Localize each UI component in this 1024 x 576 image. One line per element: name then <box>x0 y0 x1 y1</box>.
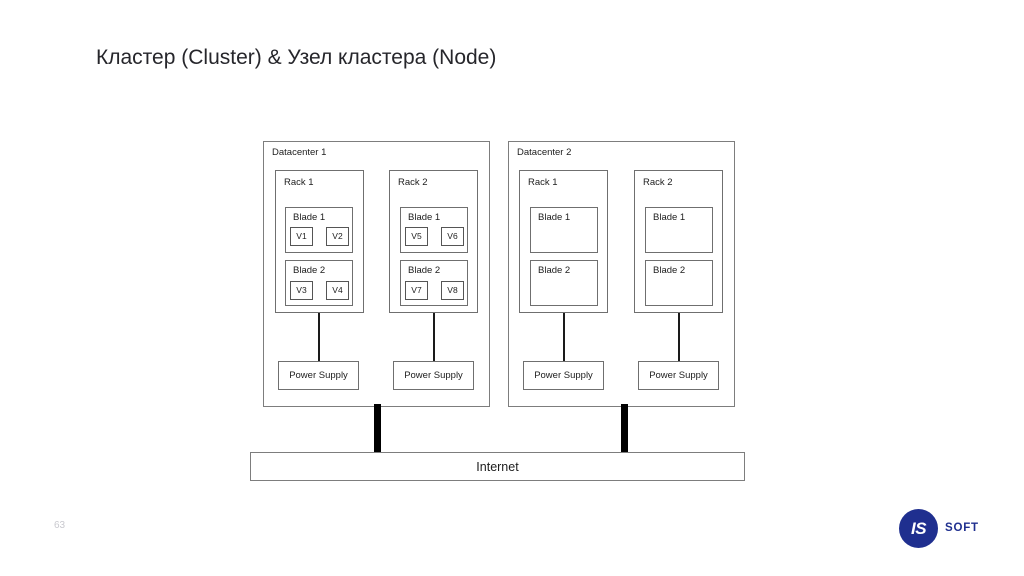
internet-node: Internet <box>250 452 745 481</box>
datacenter-1-rack-1-power-supply: Power Supply <box>278 361 359 390</box>
blade-label: Blade 2 <box>653 265 686 276</box>
datacenter-1-rack-2-label: Rack 2 <box>398 177 428 188</box>
blade-label: Blade 1 <box>408 212 441 223</box>
datacenter-2-rack-2-label: Rack 2 <box>643 177 673 188</box>
blade-label: Blade 1 <box>538 212 571 223</box>
vm-v6: V6 <box>441 227 464 246</box>
blade-label: Blade 2 <box>293 265 326 276</box>
datacenter-2-rack-1-label: Rack 1 <box>528 177 558 188</box>
brand-logo: IS SOFT <box>899 509 1009 549</box>
is-logo-icon: IS <box>899 509 938 548</box>
blade-label: Blade 2 <box>538 265 571 276</box>
vm-v8: V8 <box>441 281 464 300</box>
vm-v3: V3 <box>290 281 313 300</box>
vm-v5: V5 <box>405 227 428 246</box>
datacenter-1-internet-uplink <box>374 404 381 454</box>
datacenter-1-rack-1-label: Rack 1 <box>284 177 314 188</box>
datacenter-2-rack-2-blade-2: Blade 2 <box>645 260 713 306</box>
datacenter-1-label: Datacenter 1 <box>272 147 327 158</box>
datacenter-2-rack-1-blade-1: Blade 1 <box>530 207 598 253</box>
datacenter-2-rack-1-power-supply: Power Supply <box>523 361 604 390</box>
blade-label: Blade 2 <box>408 265 441 276</box>
datacenter-1-rack-1-power-wire <box>318 313 320 361</box>
brand-logo-text: SOFT <box>945 522 979 534</box>
datacenter-2-label: Datacenter 2 <box>517 147 572 158</box>
datacenter-2-rack-2-power-supply: Power Supply <box>638 361 719 390</box>
vm-v1: V1 <box>290 227 313 246</box>
blade-label: Blade 1 <box>653 212 686 223</box>
vm-v2: V2 <box>326 227 349 246</box>
datacenter-1-rack-2-power-wire <box>433 313 435 361</box>
datacenter-2-rack-2-blade-1: Blade 1 <box>645 207 713 253</box>
vm-v7: V7 <box>405 281 428 300</box>
datacenter-2-rack-1-power-wire <box>563 313 565 361</box>
page-number: 63 <box>54 520 66 531</box>
blade-label: Blade 1 <box>293 212 326 223</box>
page-title: Кластер (Cluster) & Узел кластера (Node) <box>96 46 497 69</box>
datacenter-2-internet-uplink <box>621 404 628 454</box>
datacenter-2-rack-1-blade-2: Blade 2 <box>530 260 598 306</box>
datacenter-1-rack-2-power-supply: Power Supply <box>393 361 474 390</box>
vm-v4: V4 <box>326 281 349 300</box>
datacenter-2-rack-2-power-wire <box>678 313 680 361</box>
